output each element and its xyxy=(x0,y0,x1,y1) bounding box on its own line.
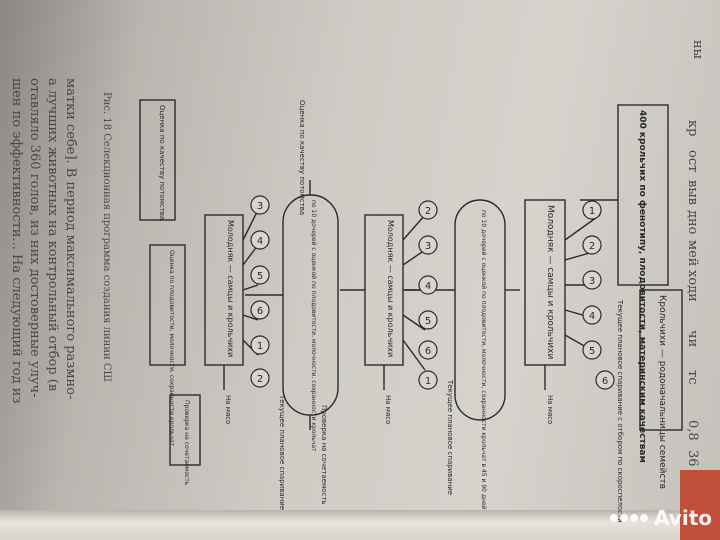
current-text-2: Текущее плановое спаривание xyxy=(446,379,454,495)
young-label-1: Молодняк — самцы и крольчихи xyxy=(545,205,555,359)
eval-fertility-box xyxy=(149,244,186,366)
family-num: 1 xyxy=(425,376,431,387)
family-num: 1 xyxy=(257,341,263,352)
family-num: 6 xyxy=(602,376,608,387)
margin-fragment: ходи xyxy=(685,270,700,302)
eval-quality-label: Оценка по качеству потомства xyxy=(298,100,306,215)
to-meat-2: На мясо xyxy=(384,395,392,424)
young-box-2 xyxy=(364,214,404,366)
young-label-3: Молодняк — самцы и крольчихи xyxy=(226,220,235,357)
family-num: 3 xyxy=(589,276,595,287)
margin-fragment: 0,8 xyxy=(685,420,700,441)
family-num: 6 xyxy=(257,306,263,317)
family-num: 3 xyxy=(257,201,263,212)
family-num: 2 xyxy=(425,206,431,217)
family-num: 1 xyxy=(589,206,595,217)
margin-fragment: ны xyxy=(690,40,705,60)
to-meat-3: На мясо xyxy=(224,395,232,424)
eval-offspring-box xyxy=(139,99,176,221)
young-box-3 xyxy=(204,214,244,366)
family-num: 2 xyxy=(257,374,263,385)
margin-fragment: чи xyxy=(685,330,700,348)
body-line: матки себе]. В период максимального разм… xyxy=(63,78,78,400)
margin-fragment: тс xyxy=(685,370,700,385)
margin-fragment: выв xyxy=(685,180,700,205)
avito-watermark: Avito xyxy=(610,506,712,530)
family-num: 2 xyxy=(589,241,595,252)
top-box xyxy=(617,104,669,286)
watermark-text: Avito xyxy=(654,506,712,530)
top-box-label: 400 крольчих по фенотипу, плодовитости, … xyxy=(637,110,647,463)
to-meat-1: На мясо xyxy=(546,395,554,424)
margin-fragment: дно xyxy=(685,210,700,235)
family-num: 5 xyxy=(257,271,263,282)
stage1-oval xyxy=(454,199,506,421)
eval-fertility-label: Оценка по плодовитости, молочности, сохр… xyxy=(168,250,175,447)
avito-logo-icon xyxy=(610,514,649,522)
margin-fragment: мей xyxy=(685,240,700,267)
eval-offspring-label: Оценка по качеству потомства xyxy=(158,105,166,220)
check-box-label: Проверка на сочетаемость xyxy=(183,400,190,486)
family-num: 6 xyxy=(425,346,431,357)
family-box-label: Крольчихи — родоначальницы семейств xyxy=(657,295,667,489)
current-text-3: Текущее плановое спаривание xyxy=(278,394,286,510)
young-box-1 xyxy=(524,199,566,366)
stage2-label: по 10 дочерей с оценкой по плодовитости,… xyxy=(310,200,317,452)
family-num: 5 xyxy=(589,346,595,357)
check-text: Проверка на сочетаемость xyxy=(320,405,328,505)
margin-fragment: кр xyxy=(685,120,700,137)
family-num: 3 xyxy=(425,241,431,252)
body-line: шен по эффективности... На следующий год… xyxy=(9,78,24,404)
family-num: 4 xyxy=(425,281,431,292)
margin-fragment: 36 xyxy=(685,450,700,467)
family-box xyxy=(639,289,683,431)
stage1-label: по 10 дочерей с оценкой по плодовитости,… xyxy=(480,210,487,510)
current-text-1: Текущее плановое спаривание с отбором по… xyxy=(616,299,624,523)
family-num: 4 xyxy=(257,236,263,247)
book-spine xyxy=(0,510,720,540)
figure-caption: Рис. 18 Селекционная программа создания … xyxy=(101,92,112,382)
young-label-2: Молодняк — самцы и крольчихи xyxy=(386,220,395,357)
family-num: 5 xyxy=(425,316,431,327)
check-box xyxy=(169,394,201,466)
book-cover-edge xyxy=(680,470,720,540)
family-num: 4 xyxy=(589,311,595,322)
margin-fragment: ост xyxy=(685,150,700,173)
body-line: отавляло 360 голов, из них достоверные у… xyxy=(27,78,42,398)
body-line: а лучших животных на контрольный отбор (… xyxy=(45,78,60,392)
